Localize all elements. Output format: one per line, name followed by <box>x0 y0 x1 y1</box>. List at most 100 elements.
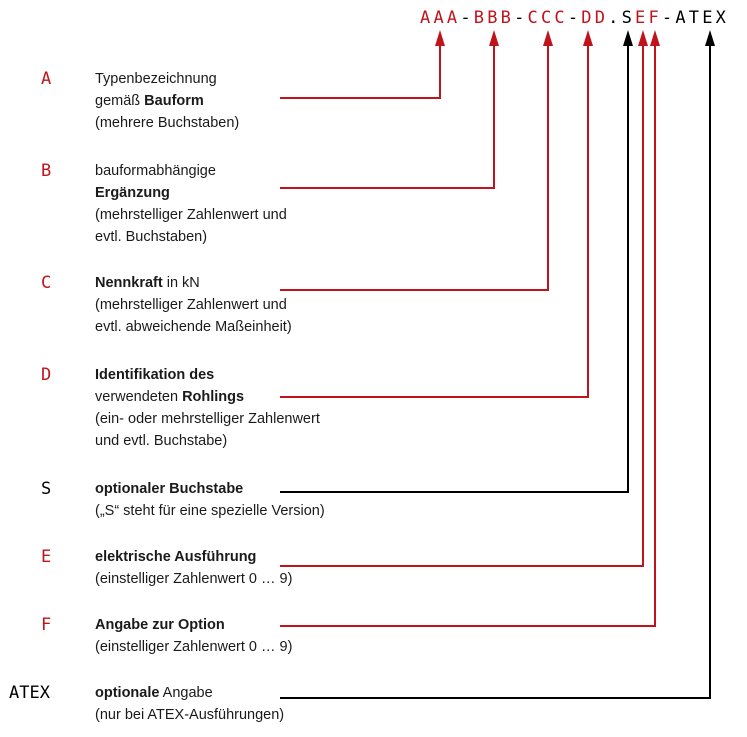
description-line: Nennkraft in kN <box>95 272 292 294</box>
description-line: gemäß Bauform <box>95 90 239 112</box>
description-line: Identifikation des <box>95 364 320 386</box>
code-char: D <box>594 8 606 28</box>
description-text: (einstelliger Zahlenwert 0 … 9) <box>95 571 293 587</box>
description-line: und evtl. Buchstabe) <box>95 430 320 452</box>
legend-key-c: C <box>41 273 52 293</box>
legend-key-f: F <box>41 615 52 635</box>
code-char: D <box>581 8 593 28</box>
code-char: A <box>420 8 431 28</box>
description-text: optionaler Buchstabe <box>95 481 244 497</box>
description-line: (mehrstelliger Zahlenwert und <box>95 294 292 316</box>
legend-key-s: S <box>41 479 52 499</box>
description-text: (mehrere Buchstaben) <box>95 115 240 131</box>
code-char: C <box>527 8 539 28</box>
description-text: in kN <box>162 275 200 291</box>
description-text: Bauform <box>144 93 204 109</box>
code-char: A <box>433 8 445 28</box>
description-line: (mehrstelliger Zahlenwert und <box>95 204 287 226</box>
arrowhead-icon <box>489 30 499 46</box>
legend-description: optionaler Buchstabe („S“ steht für eine … <box>95 478 325 522</box>
description-line: verwendeten Rohlings <box>95 386 320 408</box>
description-text: und evtl. Buchstabe) <box>95 433 228 449</box>
description-text: Ergänzung <box>95 185 170 201</box>
description-line: (nur bei ATEX-Ausführungen) <box>95 704 284 726</box>
description-text: evtl. Buchstaben) <box>95 229 208 245</box>
connector-line-e <box>280 42 644 567</box>
description-line: evtl. Buchstaben) <box>95 226 287 248</box>
legend-description: Nennkraft in kN (mehrstelliger Zahlenwert… <box>95 272 292 338</box>
code-char: E <box>635 8 646 28</box>
connector-line-s <box>280 42 629 493</box>
arrowhead-icon <box>650 30 660 46</box>
description-text: (mehrstelliger Zahlenwert und <box>95 207 287 223</box>
description-text: Nennkraft <box>95 275 163 291</box>
legend-description: elektrische Ausführung (einstelliger Zahl… <box>95 546 292 590</box>
legend-description: optionale Angabe (nur bei ATEX-Ausführung… <box>95 682 284 726</box>
code-char: X <box>715 8 727 28</box>
arrowhead-icon <box>543 30 553 46</box>
description-text: optionale <box>95 685 160 701</box>
legend-key-atex: ATEX <box>9 683 50 703</box>
description-line: Angabe zur Option <box>95 614 292 636</box>
arrowhead-icon <box>583 30 593 46</box>
code-char: B <box>487 8 499 28</box>
description-line: optionale Angabe <box>95 682 284 704</box>
description-line: (einstelliger Zahlenwert 0 … 9) <box>95 636 292 658</box>
description-line: Ergänzung <box>95 182 287 204</box>
description-text: (ein- oder mehrstelliger Zahlenwert <box>95 411 320 427</box>
description-line: (einstelliger Zahlenwert 0 … 9) <box>95 568 292 590</box>
legend-description: Identifikation des verwendeten Rohlings (e… <box>95 364 320 452</box>
connector-line-c <box>280 42 549 291</box>
legend-description: Angabe zur Option (einstelliger Zahlenwer… <box>95 614 292 658</box>
code-char: C <box>540 8 552 28</box>
connector-line-d <box>280 42 589 398</box>
description-line: (ein- oder mehrstelliger Zahlenwert <box>95 408 320 430</box>
description-text: Angabe <box>159 685 213 701</box>
description-text: (mehrstelliger Zahlenwert und <box>95 297 287 313</box>
connector-line-atex <box>280 42 711 699</box>
description-text: evtl. abweichende Maßeinheit) <box>95 319 292 335</box>
code-char: T <box>688 8 700 28</box>
description-text: Identifikation des <box>95 367 215 383</box>
connector-line-f <box>280 42 656 627</box>
code-char: - <box>661 8 673 28</box>
arrowhead-icon <box>435 30 445 46</box>
code-char: E <box>702 8 714 28</box>
description-line: („S“ steht für eine spezielle Version) <box>95 500 325 522</box>
arrowhead-icon <box>705 30 715 46</box>
legend-key-a: A <box>41 69 52 89</box>
description-line: elektrische Ausführung <box>95 546 292 568</box>
code-char: A <box>446 8 458 28</box>
code-char: - <box>460 8 472 28</box>
description-text: elektrische Ausführung <box>95 549 257 565</box>
code-char: C <box>554 8 566 28</box>
code-char: F <box>648 8 660 28</box>
description-line: optionaler Buchstabe <box>95 478 325 500</box>
description-line: (mehrere Buchstaben) <box>95 112 239 134</box>
legend-description: Typenbezeichnung gemäß Bauform (mehrere Bu… <box>95 68 239 134</box>
description-text: („S“ steht für eine spezielle Version) <box>95 503 325 519</box>
code-char: B <box>500 8 512 28</box>
description-text: Angabe zur Option <box>95 617 225 633</box>
code-char: - <box>514 8 525 28</box>
code-char: - <box>567 8 579 28</box>
description-text: Typenbezeichnung <box>95 71 217 87</box>
description-text: bauformabhängige <box>95 163 216 179</box>
legend-key-e: E <box>41 547 52 567</box>
arrowhead-icon <box>638 30 648 46</box>
arrowhead-icon <box>623 30 633 46</box>
description-text: (einstelliger Zahlenwert 0 … 9) <box>95 639 293 655</box>
connector-line-b <box>280 42 495 189</box>
code-char: . <box>608 8 619 28</box>
description-text: Rohlings <box>182 389 245 405</box>
connector-line-a <box>280 42 441 99</box>
legend-key-d: D <box>41 365 52 385</box>
description-text: gemäß <box>95 93 145 109</box>
legend-key-b: B <box>41 161 52 181</box>
description-line: Typenbezeichnung <box>95 68 239 90</box>
description-text: verwendeten <box>95 389 183 405</box>
code-char: A <box>675 8 687 28</box>
description-text: (nur bei ATEX-Ausführungen) <box>95 707 285 723</box>
